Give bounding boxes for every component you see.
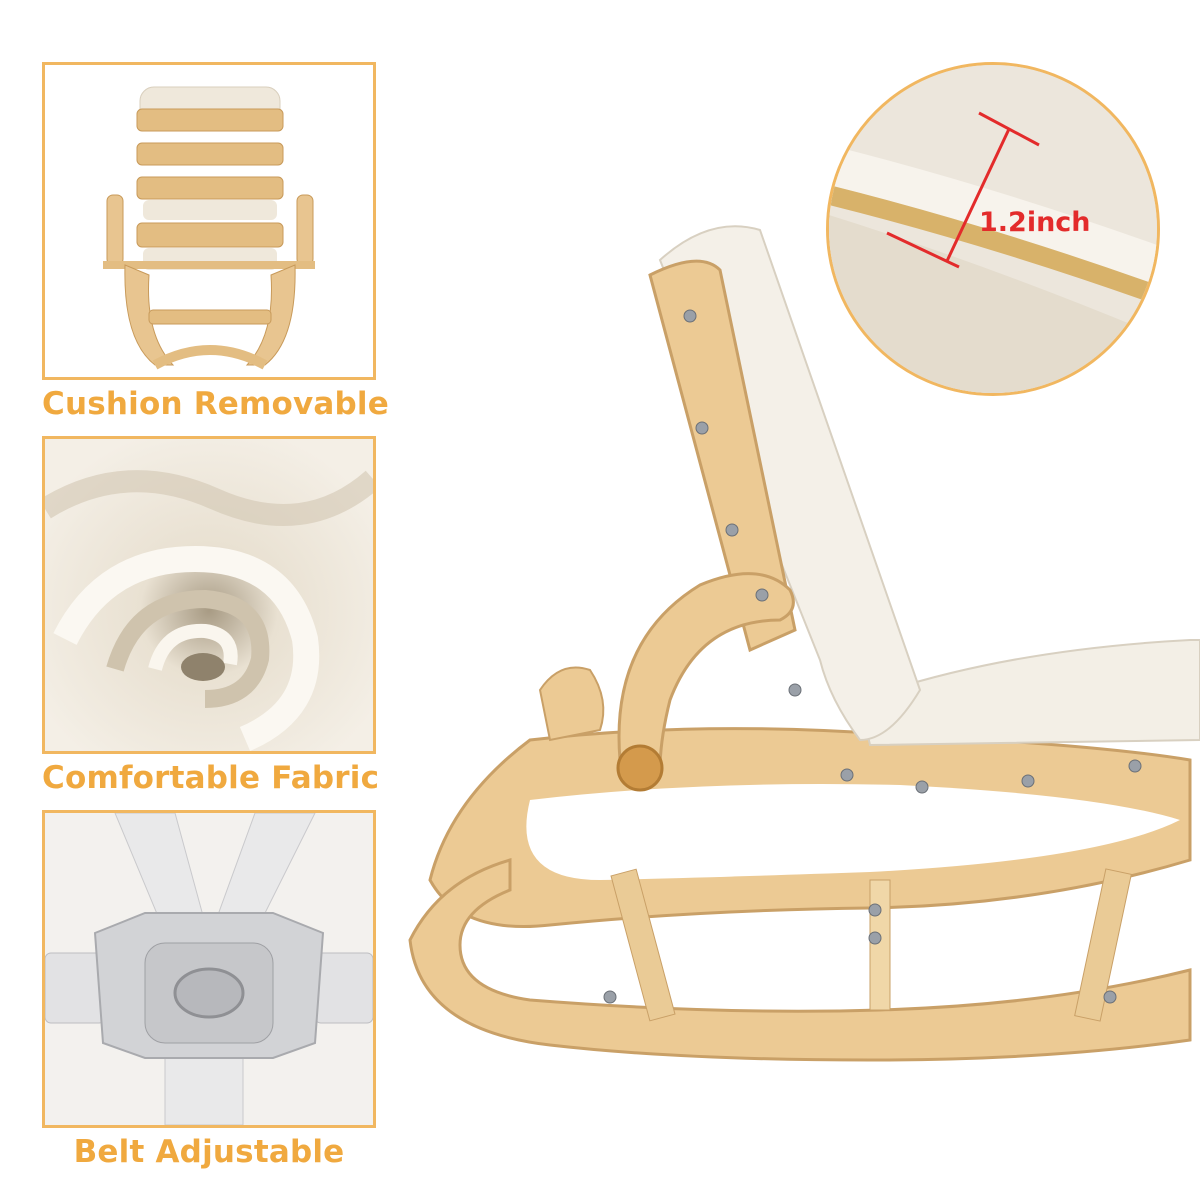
belt-adjustable-photo (42, 810, 376, 1128)
cushion-removable-caption: Cushion Removable (42, 386, 389, 422)
cushion-removable-photo (42, 62, 376, 380)
thickness-measurement-label: 1.2inch (979, 207, 1091, 238)
cushion-thickness-detail: 1.2inch (826, 62, 1160, 396)
belt-adjustable-caption: Belt Adjustable (73, 1134, 345, 1170)
comfortable-fabric-caption: Comfortable Fabric (42, 760, 380, 796)
comfortable-fabric-photo (42, 436, 376, 754)
rocking-chair-product-image (400, 0, 1200, 1200)
